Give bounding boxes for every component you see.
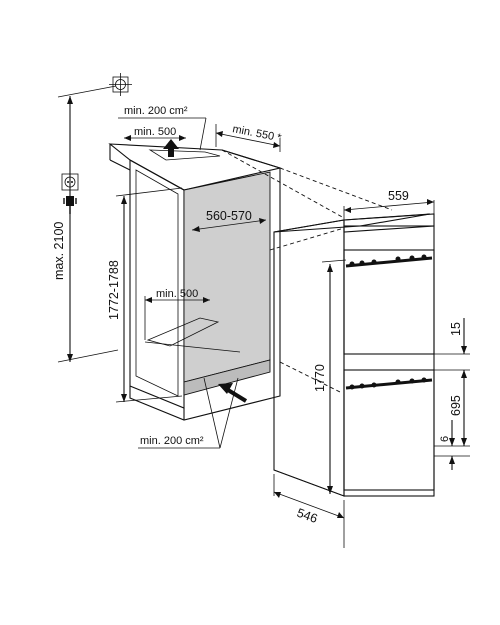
socket-icon [61,173,79,191]
appliance [273,213,435,497]
control-panel-bottom [345,377,433,390]
appliance-width-dimension: 559 [343,189,435,222]
appliance-height-dimension: 1770 [313,259,347,494]
niche-height-label: 1772-1788 [107,260,121,320]
control-panel-top [345,254,433,268]
door-695-label: 695 [449,395,463,416]
right-dimensions: 15 695 6 [434,318,470,470]
appliance-depth-label: 546 [295,506,319,526]
appliance-depth-dimension: 546 [273,474,345,548]
airflow-arrow-icon [163,139,179,157]
max-height-label: max. 2100 [52,222,66,280]
airflow-arrow-icon [218,383,248,403]
niche-height-dimension: 1772-1788 [107,187,183,403]
socket-icon [109,73,132,96]
guide-lines [221,149,393,393]
gap-15-label: 15 [449,322,463,336]
niche-width-label: 560-570 [206,209,252,223]
inner-depth-label: min. 500 [156,288,198,300]
appliance-width-label: 559 [388,189,409,203]
air-outlet-label: min. 200 cm² [124,105,188,117]
max-height-dimension: max. 2100 [52,85,119,363]
top-depth-label: min. 500 [134,126,176,138]
gap-6-label: 6 [439,436,451,442]
niche-depth-dimension: min. 550 * [215,123,283,152]
niche-cabinet: min. 500 [108,143,283,421]
appliance-height-label: 1770 [313,364,327,392]
air-inlet-label: min. 200 cm² [140,435,204,447]
plug-icon [63,196,77,214]
niche-width-dimension: 560-570 [191,209,267,232]
